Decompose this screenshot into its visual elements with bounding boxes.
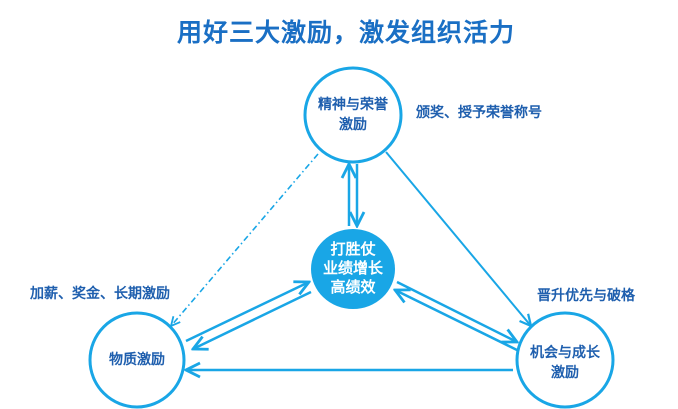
arrow-top-to-left-dashed (171, 153, 319, 326)
arrow-center-to-left (193, 290, 312, 349)
arrow-center-to-right (396, 280, 517, 342)
arrow-top-to-right (385, 151, 531, 326)
node-right-line2: 激励 (551, 365, 579, 381)
node-circle-right (515, 311, 615, 409)
note-right: 晋升优先与破格 (537, 288, 635, 304)
node-right-line1: 机会与成长 (530, 345, 600, 361)
node-left-label: 物质激励 (87, 350, 187, 370)
node-left-line1: 物质激励 (109, 352, 165, 368)
arrow-right-to-center (395, 290, 518, 352)
node-circle-center (311, 229, 395, 309)
note-left: 加薪、奖金、长期激励 (30, 286, 170, 302)
node-center-line1: 打胜仗 (330, 240, 376, 258)
node-center-line3: 高绩效 (330, 278, 376, 296)
node-circle-top (303, 66, 403, 164)
page-title: 用好三大激励，激发组织活力 (176, 18, 515, 47)
node-top-line1: 精神与荣誉 (318, 97, 388, 113)
node-center-label: 打胜仗 业绩增长 高绩效 (303, 240, 403, 297)
arrow-left-to-center (185, 282, 309, 343)
node-top-line2: 激励 (339, 117, 367, 133)
node-top-label: 精神与荣誉 激励 (303, 95, 403, 135)
note-top: 颁奖、授予荣誉称号 (416, 105, 542, 121)
node-right-label: 机会与成长 激励 (515, 343, 615, 383)
node-center-line2: 业绩增长 (322, 259, 383, 277)
node-circle-left (88, 311, 186, 409)
